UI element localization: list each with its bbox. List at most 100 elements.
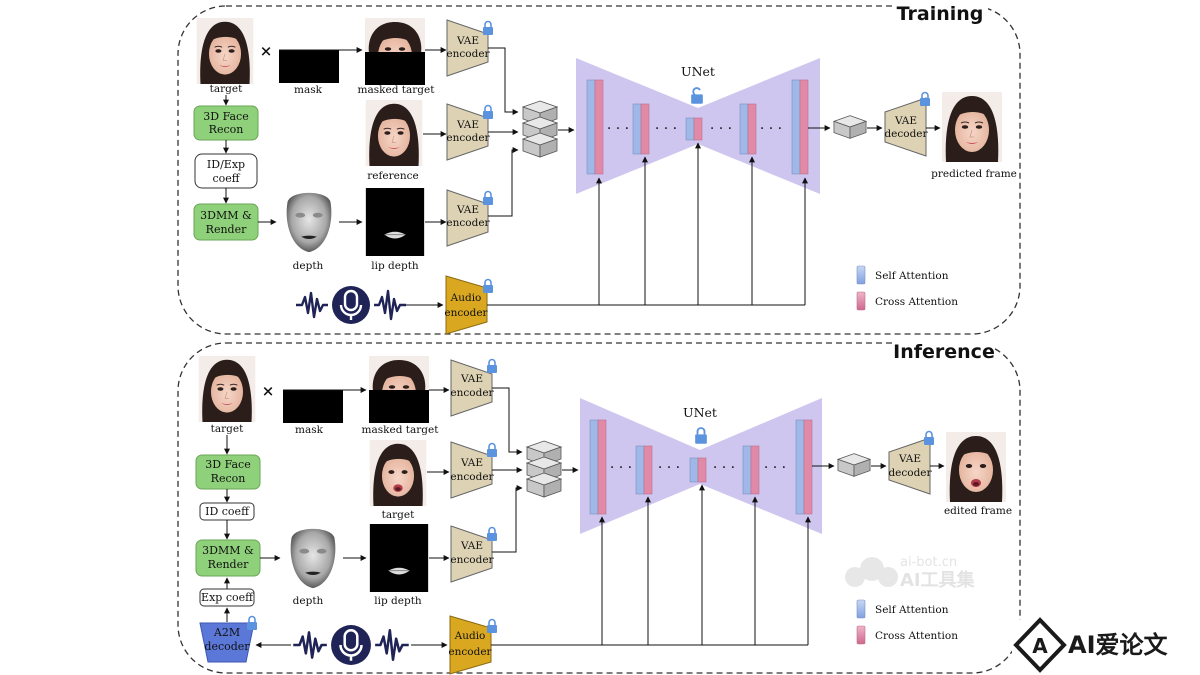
inf-legend-self-attention: Self Attention xyxy=(875,604,949,616)
edited-frame-image xyxy=(946,432,1006,502)
inf-reference-image xyxy=(369,440,427,506)
svg-text:encoder: encoder xyxy=(450,387,494,399)
svg-text:VAE: VAE xyxy=(456,119,479,131)
svg-text:· · ·: · · · xyxy=(655,121,677,137)
lip-depth-label: lip depth xyxy=(371,260,419,272)
inf-vae-encoder-3: VAE encoder xyxy=(429,525,498,583)
inf-masked-target-label: masked target xyxy=(362,424,440,436)
vae-encoder-3: VAE encoder xyxy=(425,189,494,247)
inf-render-label-1: 3DMM & xyxy=(202,544,254,557)
inf-latent-stack-cubes xyxy=(526,440,562,498)
svg-text:· · ·: · · · xyxy=(710,121,732,137)
inf-vae-encoder-1: VAE encoder xyxy=(429,358,498,417)
lip-depth-image xyxy=(365,188,425,256)
unet-inference: UNet · · · · · · · · · · · · xyxy=(580,398,822,534)
inf-multiply-sign: × xyxy=(262,382,275,400)
inf-mask-label: mask xyxy=(295,424,324,436)
inf-audio-waveform-icon xyxy=(291,624,411,666)
unet-label: UNet xyxy=(681,64,715,79)
inference-border xyxy=(177,342,1021,674)
training-panel: Training target × mask masked target ref… xyxy=(177,0,1021,335)
inf-exp-coeff-box xyxy=(199,588,255,607)
inf-depth-label: depth xyxy=(293,595,324,607)
inf-target-label: target xyxy=(211,423,244,435)
inf-unet-label: UNet xyxy=(683,405,717,420)
latent-stack-cubes xyxy=(522,100,558,158)
svg-text:· · ·: · · · xyxy=(610,460,632,476)
id-exp-label-1: ID/Exp xyxy=(207,158,245,171)
svg-text:AI工具集: AI工具集 xyxy=(900,569,976,591)
lock-icon xyxy=(919,91,931,106)
svg-text:VAE: VAE xyxy=(460,540,483,552)
lock-icon xyxy=(923,430,935,445)
predicted-frame-label: predicted frame xyxy=(931,168,1017,180)
inference-title: Inference xyxy=(893,341,995,363)
inference-panel: Inference target × mask masked target ta… xyxy=(177,338,1021,675)
predicted-frame-image xyxy=(942,92,1002,162)
vae-encoder-1: VAE encoder xyxy=(425,19,494,77)
svg-text:encoder: encoder xyxy=(446,132,490,144)
inf-vae-encoder-2: VAE encoder xyxy=(427,441,498,499)
lock-icon xyxy=(482,190,494,205)
inf-reference-label: target xyxy=(382,509,415,521)
unet-training: UNet · · · · · · · · · · · · xyxy=(576,58,820,194)
legend-cross-attention: Cross Attention xyxy=(875,296,958,308)
masked-target-mask xyxy=(365,52,425,85)
masked-target-label: masked target xyxy=(358,84,436,96)
output-latent-cube xyxy=(833,115,867,139)
svg-text:· · ·: · · · xyxy=(607,121,629,137)
watermark-brand: A AI爱论文 xyxy=(1012,617,1200,673)
render-label-2: Render xyxy=(206,223,247,236)
svg-text:· · ·: · · · xyxy=(713,460,735,476)
inf-exp-coeff-label: Exp coeff xyxy=(201,591,254,604)
svg-text:· · ·: · · · xyxy=(764,460,786,476)
lock-icon xyxy=(486,358,498,373)
target-label: target xyxy=(210,83,243,95)
id-exp-label-2: coeff xyxy=(212,172,240,185)
inf-output-latent-cube xyxy=(837,453,871,477)
brand-watermark-text: AI爱论文 xyxy=(1068,631,1169,659)
inf-render-label-2: Render xyxy=(208,558,249,571)
render-label-1: 3DMM & xyxy=(200,209,252,222)
inf-face-recon-label-2: Recon xyxy=(211,472,246,485)
mask-label: mask xyxy=(294,84,323,96)
inf-face-recon-box xyxy=(195,454,261,490)
lock-icon xyxy=(486,442,498,457)
target-image xyxy=(196,18,254,84)
inf-mask-image xyxy=(283,390,343,423)
inf-depth-image xyxy=(283,524,343,592)
audio-encoder: Audio encoder xyxy=(444,275,494,335)
svg-text:encoder: encoder xyxy=(450,471,494,483)
depth-label: depth xyxy=(293,260,324,272)
training-border xyxy=(177,5,1021,335)
svg-text:A2M: A2M xyxy=(213,626,240,639)
audio-waveform-icon xyxy=(296,285,406,325)
inf-id-coeff-label: ID coeff xyxy=(205,505,250,518)
legend-self-attention: Self Attention xyxy=(875,270,949,282)
inf-masked-target-mask xyxy=(369,390,429,423)
lock-icon xyxy=(246,615,258,630)
svg-text:· · ·: · · · xyxy=(760,121,782,137)
svg-text:decoder: decoder xyxy=(888,467,932,479)
legend-training: Self Attention Cross Attention xyxy=(856,265,958,311)
reference-image xyxy=(365,100,423,166)
svg-text:VAE: VAE xyxy=(460,457,483,469)
svg-text:ai-bot.cn: ai-bot.cn xyxy=(900,555,957,570)
svg-text:encoder: encoder xyxy=(450,554,494,566)
svg-text:VAE: VAE xyxy=(456,204,479,216)
svg-text:VAE: VAE xyxy=(456,35,479,47)
lock-icon xyxy=(482,278,494,293)
svg-text:VAE: VAE xyxy=(460,373,483,385)
multiply-sign: × xyxy=(260,42,273,60)
svg-text:encoder: encoder xyxy=(444,307,488,319)
edited-frame-label: edited frame xyxy=(944,505,1012,517)
mask-image xyxy=(279,50,339,83)
legend-inference: Self Attention Cross Attention xyxy=(856,599,958,645)
face-recon-label-2: Recon xyxy=(209,123,244,136)
svg-text:Audio: Audio xyxy=(454,630,486,642)
svg-text:encoder: encoder xyxy=(446,48,490,60)
lock-icon xyxy=(486,618,498,633)
inf-vae-decoder: VAE decoder xyxy=(888,430,935,495)
a2m-decoder: A2M decoder xyxy=(199,615,258,663)
svg-text:VAE: VAE xyxy=(898,453,921,465)
